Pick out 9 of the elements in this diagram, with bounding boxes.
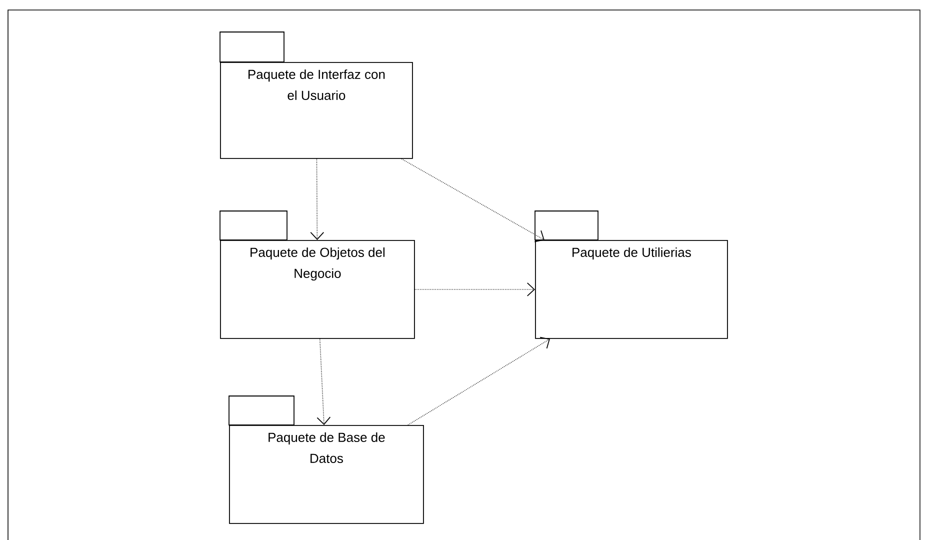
- dependency-arrow: [414, 282, 535, 296]
- package-box: Paquete de Interfaz con el Usuario: [220, 32, 413, 159]
- dependency-arrow: [316, 338, 331, 425]
- package-box: Paquete de Base de Datos: [228, 396, 424, 524]
- package-box: Paquete de Objetos del Negocio: [220, 210, 415, 339]
- dependency-arrow: [408, 336, 550, 426]
- package-box: Paquete de Utilierias: [534, 210, 728, 339]
- dependency-arrow: [310, 158, 324, 240]
- dependency-arrow: [401, 158, 544, 242]
